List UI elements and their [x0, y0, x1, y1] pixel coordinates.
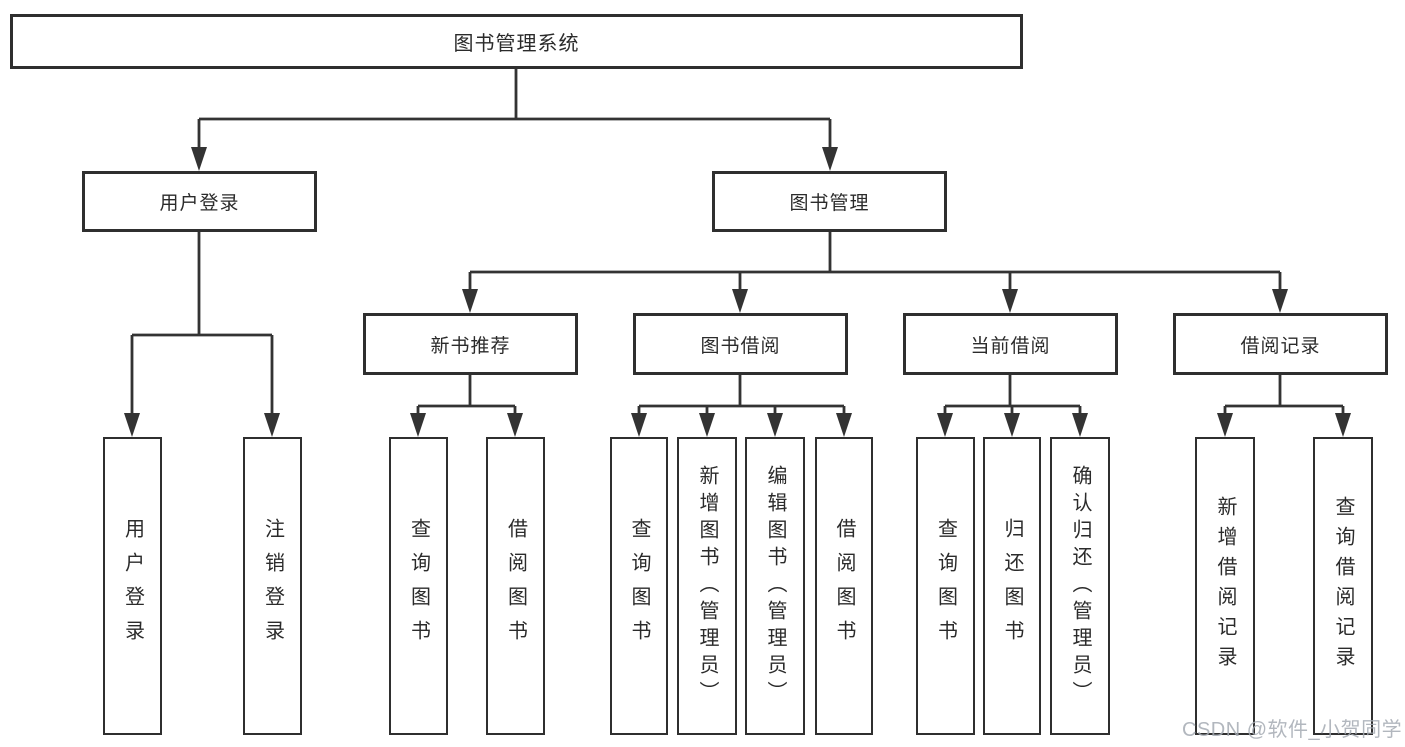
leaf-edit-books-admin: 编辑图书（管理员）	[745, 437, 805, 735]
leaf-edit-books-admin-label: 编辑图书（管理员）	[764, 464, 786, 708]
connector-records	[1223, 375, 1345, 416]
node-book-borrowing: 图书借阅	[633, 313, 848, 375]
leaf-query-books-2-label: 查询图书	[628, 518, 650, 654]
node-book-borrowing-label: 图书借阅	[700, 335, 781, 357]
node-borrow-records-label: 借阅记录	[1240, 335, 1321, 357]
leaf-logout-label: 注销登录	[261, 518, 284, 654]
leaf-query-books-1: 查询图书	[389, 437, 448, 735]
connector-current	[943, 375, 1082, 416]
node-user-login-label: 用户登录	[159, 193, 240, 214]
leaf-add-borrow-record-label: 新增借阅记录	[1214, 496, 1236, 676]
leaf-query-borrow-record: 查询借阅记录	[1313, 437, 1373, 735]
node-book-mgmt: 图书管理	[712, 171, 947, 232]
connector-user-login	[130, 232, 274, 416]
leaf-borrow-books-1: 借阅图书	[486, 437, 545, 735]
leaf-confirm-return-admin-label: 确认归还（管理员）	[1069, 464, 1091, 708]
leaf-query-books-2: 查询图书	[610, 437, 668, 735]
node-new-books-label: 新书推荐	[430, 335, 511, 357]
leaf-add-borrow-record: 新增借阅记录	[1195, 437, 1255, 735]
leaf-query-books-3: 查询图书	[916, 437, 975, 735]
node-current-borrowing: 当前借阅	[903, 313, 1118, 375]
leaf-query-books-1-label: 查询图书	[407, 518, 430, 654]
leaf-user-login-label: 用户登录	[121, 518, 144, 654]
leaf-return-books-label: 归还图书	[1001, 518, 1023, 654]
connector-root	[197, 69, 832, 150]
connector-new-books	[416, 375, 517, 416]
node-book-mgmt-label: 图书管理	[789, 193, 870, 214]
node-root-label: 图书管理系统	[453, 33, 580, 55]
node-user-login: 用户登录	[82, 171, 317, 232]
leaf-borrow-books-1-label: 借阅图书	[504, 518, 527, 654]
leaf-borrow-books-2-label: 借阅图书	[833, 518, 855, 654]
leaf-add-books-admin-label: 新增图书（管理员）	[696, 464, 718, 708]
leaf-borrow-books-2: 借阅图书	[815, 437, 873, 735]
node-root: 图书管理系统	[10, 14, 1023, 69]
leaf-logout: 注销登录	[243, 437, 302, 735]
leaf-confirm-return-admin: 确认归还（管理员）	[1050, 437, 1110, 735]
leaf-user-login: 用户登录	[103, 437, 162, 735]
node-borrow-records: 借阅记录	[1173, 313, 1388, 375]
node-current-borrowing-label: 当前借阅	[970, 335, 1051, 357]
leaf-query-borrow-record-label: 查询借阅记录	[1332, 496, 1354, 676]
connector-borrowing	[637, 375, 846, 416]
node-new-books: 新书推荐	[363, 313, 578, 375]
connector-book-mgmt	[468, 232, 1282, 292]
leaf-query-books-3-label: 查询图书	[934, 518, 957, 654]
leaf-return-books: 归还图书	[983, 437, 1041, 735]
csdn-watermark: CSDN @软件_小贺同学	[1182, 719, 1403, 741]
leaf-add-books-admin: 新增图书（管理员）	[677, 437, 737, 735]
